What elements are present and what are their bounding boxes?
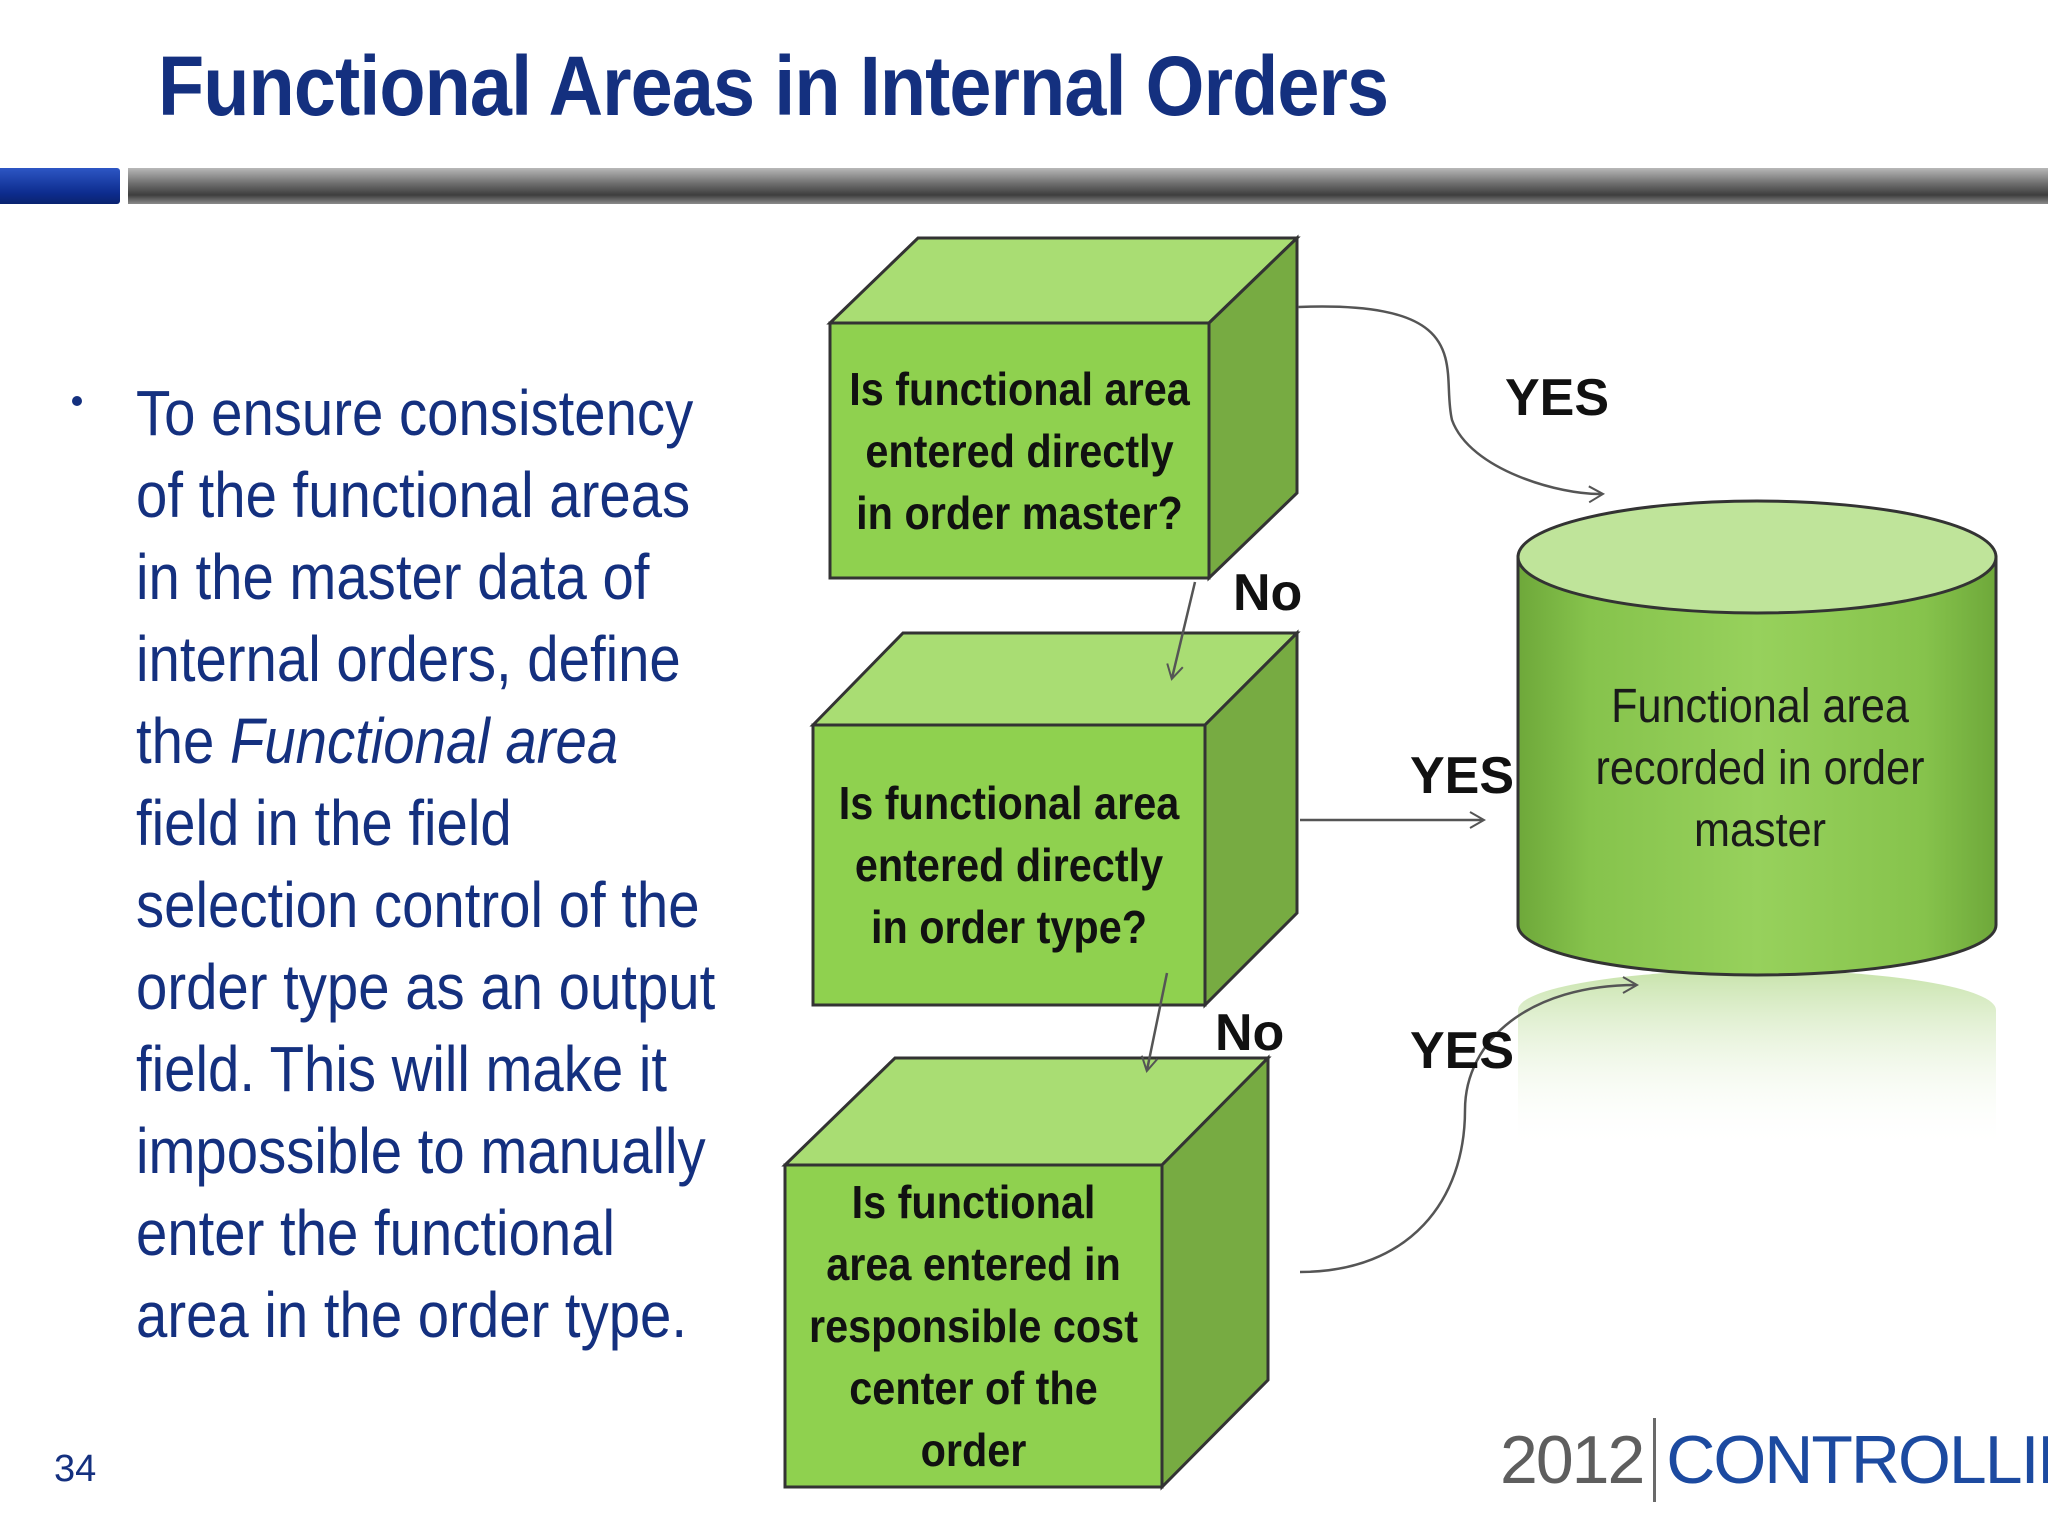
logo-year: 2012 xyxy=(1500,1422,1645,1498)
flow-arrows xyxy=(1140,305,1640,1274)
logo-divider xyxy=(1653,1418,1657,1502)
label-no-2: No xyxy=(1215,1004,1285,1062)
slide-title: Functional Areas in Internal Orders xyxy=(158,39,1389,133)
page-number: 34 xyxy=(54,1448,97,1490)
decision-box-2 xyxy=(809,629,1301,1009)
label-yes-3: YES xyxy=(1410,1022,1515,1080)
decision-box-2-text: Is functional area entered directly in o… xyxy=(838,777,1180,953)
decision-box-3-text: Is functional area entered in responsibl… xyxy=(808,1176,1139,1476)
arrow-no-2 xyxy=(1140,972,1169,1073)
decision-box-1 xyxy=(826,234,1301,582)
cylinder-text: Functional area recorded in order master xyxy=(1595,680,1925,857)
logo-word: CONTROLLING xyxy=(1666,1422,2048,1498)
bullet-marker xyxy=(72,396,82,406)
label-no-1: No xyxy=(1233,564,1303,622)
arrow-no-1 xyxy=(1166,581,1197,681)
label-yes-2: YES xyxy=(1410,747,1515,805)
label-yes-1: YES xyxy=(1505,369,1610,427)
arrow-yes-3 xyxy=(1299,976,1640,1274)
bullet-text-part1: To ensure consistency of the functional … xyxy=(136,377,694,777)
cylinder-reflection xyxy=(1518,970,1996,1150)
decision-box-1-text: Is functional area entered directly in o… xyxy=(849,362,1190,539)
bullet-text: To ensure consistency of the functional … xyxy=(136,372,734,1356)
title-rule-accent xyxy=(0,168,120,204)
title-rule-bar xyxy=(128,168,2048,204)
decision-box-3 xyxy=(781,1054,1272,1491)
bullet-text-emphasis: Functional area xyxy=(229,705,619,777)
bullet-text-part2: field in the field selection control of … xyxy=(136,787,716,1351)
result-cylinder xyxy=(1516,499,1998,977)
brand-logo: 2012 CONTROLLING xyxy=(1500,1418,2048,1502)
arrow-yes-1 xyxy=(1297,305,1606,504)
